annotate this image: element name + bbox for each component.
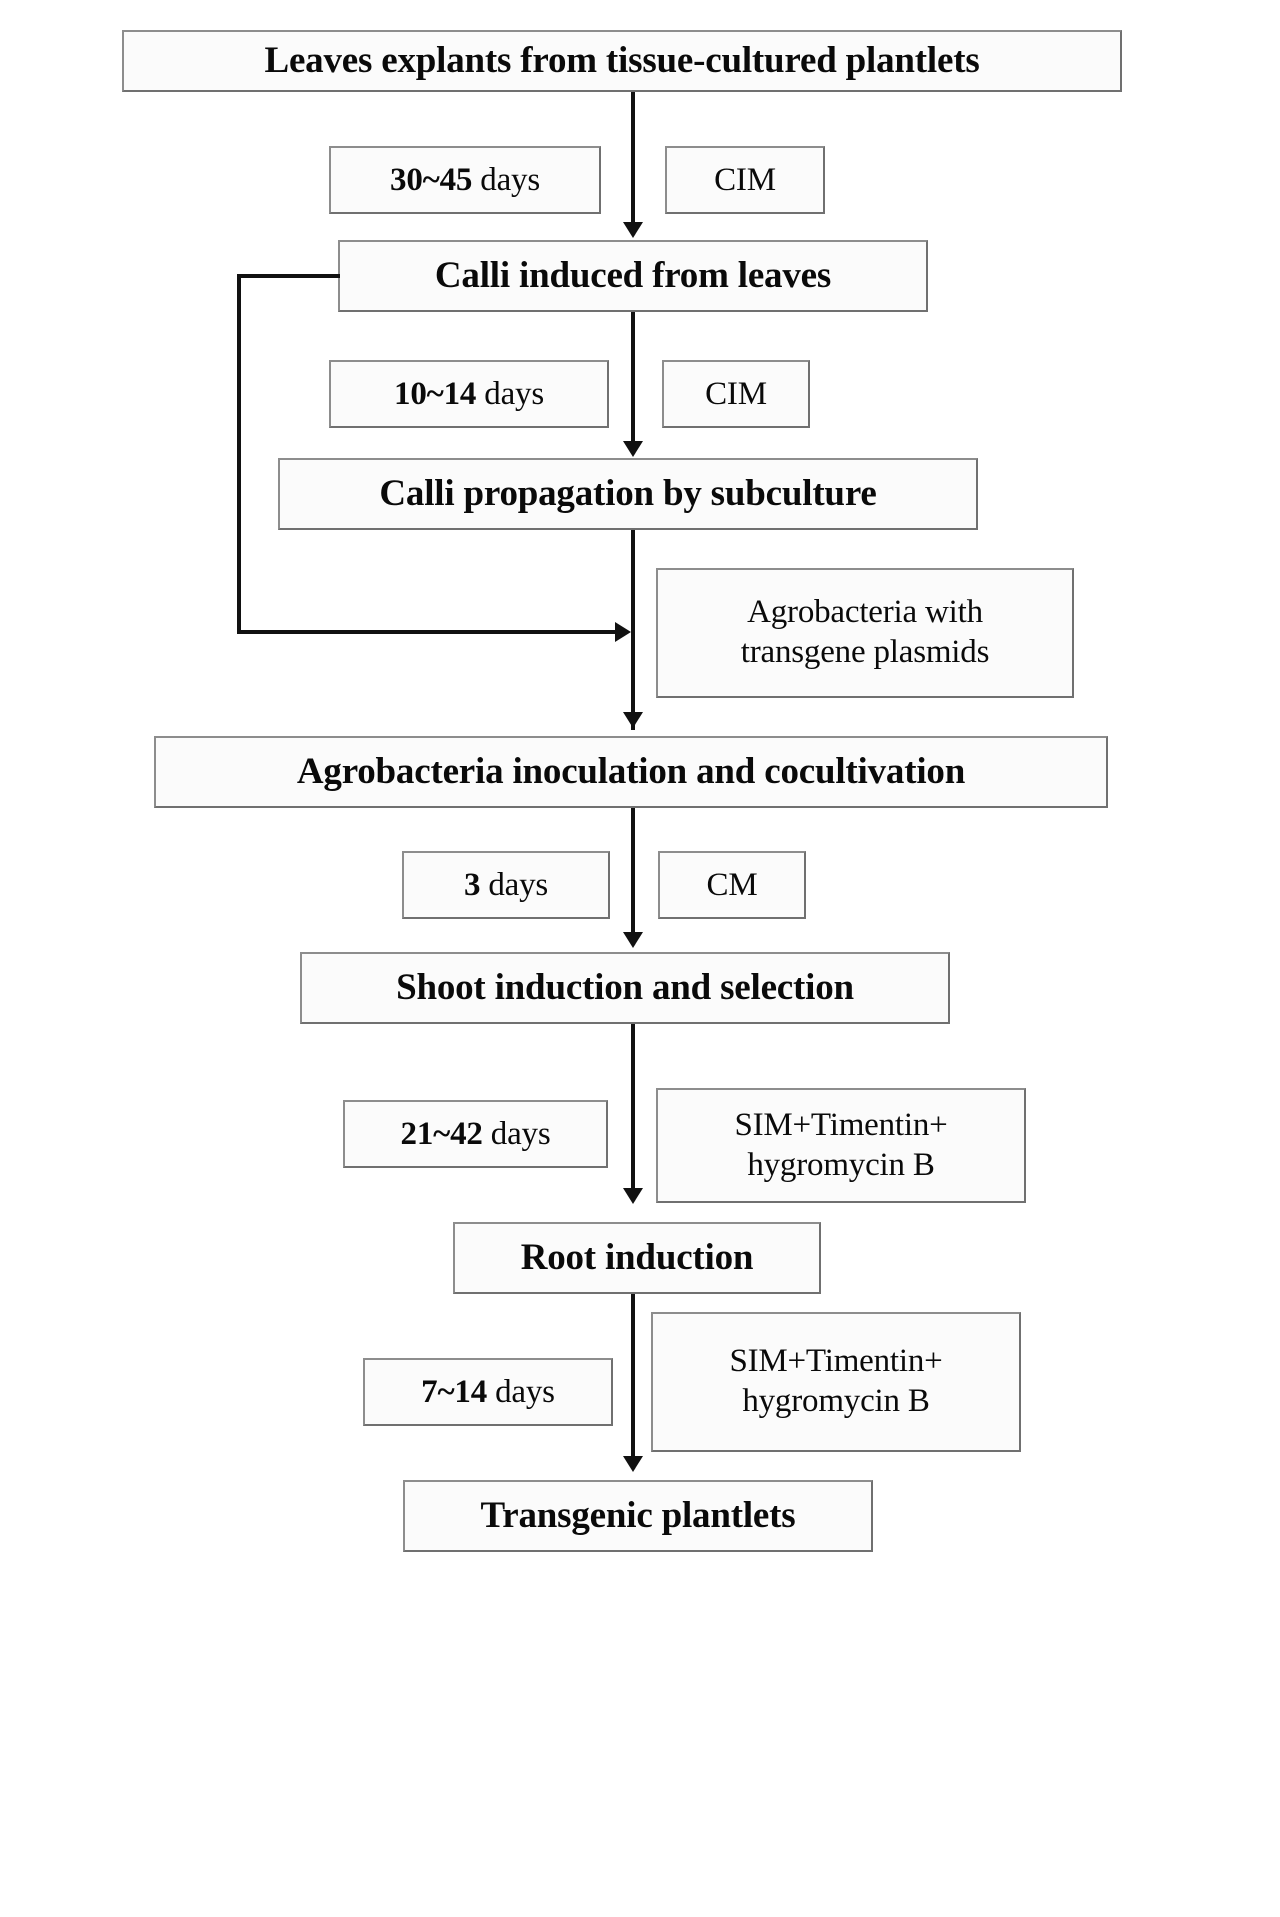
feedback-loop-left-segment (237, 274, 241, 634)
medium-cim-1-label: CIM (714, 161, 776, 198)
medium-sim-timentin-hygromycin-2: SIM+Timentin+ hygromycin B (651, 1312, 1021, 1452)
duration-3-days-label: 3 days (464, 867, 548, 904)
feedback-loop-arrowhead (615, 622, 631, 642)
stage-root-induction: Root induction (453, 1222, 821, 1294)
medium-cm: CM (658, 851, 806, 919)
stage-calli-propagation: Calli propagation by subculture (278, 458, 978, 530)
connector-4-arrowhead (623, 932, 643, 948)
stage-agro-inoculation: Agrobacteria inoculation and cocultivati… (154, 736, 1108, 808)
duration-7-14-days-value: 7~14 (421, 1373, 488, 1410)
stage-calli-induced: Calli induced from leaves (338, 240, 928, 312)
stage-transgenic-plantlets: Transgenic plantlets (403, 1480, 873, 1552)
duration-21-42-days: 21~42 days (343, 1100, 608, 1168)
medium-sim-timentin-hygromycin-1-line2: hygromycin B (747, 1146, 935, 1183)
medium-cim-2: CIM (662, 360, 810, 428)
input-agrobacteria-plasmids-line2: transgene plasmids (740, 634, 990, 670)
connector-4-line (631, 808, 635, 942)
duration-21-42-days-label: 21~42 days (401, 1116, 551, 1153)
duration-21-42-days-unit: days (490, 1115, 551, 1152)
medium-sim-timentin-hygromycin-2-line1: SIM+Timentin+ (729, 1343, 943, 1380)
duration-7-14-days-label: 7~14 days (421, 1374, 555, 1411)
duration-7-14-days: 7~14 days (363, 1358, 613, 1426)
connector-5-arrowhead (623, 1188, 643, 1204)
duration-21-42-days-value: 21~42 (400, 1115, 483, 1152)
duration-30-45-days: 30~45 days (329, 146, 601, 214)
stage-transgenic-plantlets-label: Transgenic plantlets (480, 1495, 796, 1537)
connector-2-arrowhead (623, 441, 643, 457)
flowchart-canvas: Leaves explants from tissue-cultured pla… (110, 0, 1170, 1917)
duration-10-14-days-value: 10~14 (394, 375, 477, 412)
connector-2-line (631, 312, 635, 451)
medium-sim-timentin-hygromycin-1: SIM+Timentin+ hygromycin B (656, 1088, 1026, 1203)
medium-cm-label: CM (706, 866, 758, 903)
stage-leaves-explants-label: Leaves explants from tissue-cultured pla… (264, 40, 980, 82)
duration-7-14-days-unit-space (487, 1374, 495, 1410)
duration-3-days-value: 3 (463, 866, 481, 903)
input-agrobacteria-plasmids-line1: Agrobacteria with (747, 594, 983, 631)
duration-30-45-days-value: 30~45 (390, 161, 473, 198)
connector-1-line (631, 92, 635, 232)
stage-root-induction-label: Root induction (520, 1237, 754, 1279)
connector-6-arrowhead (623, 1456, 643, 1472)
medium-sim-timentin-hygromycin-2-line2: hygromycin B (742, 1383, 930, 1419)
connector-3-arrowhead (623, 712, 643, 728)
duration-21-42-days-unit-space (483, 1116, 491, 1152)
feedback-loop-bottom-segment (237, 630, 627, 634)
duration-3-days: 3 days (402, 851, 610, 919)
duration-10-14-days: 10~14 days (329, 360, 609, 428)
stage-calli-induced-label: Calli induced from leaves (434, 255, 832, 297)
connector-6-line (631, 1294, 635, 1466)
input-agrobacteria-plasmids: Agrobacteria with transgene plasmids (656, 568, 1074, 698)
duration-7-14-days-unit: days (495, 1373, 555, 1410)
duration-3-days-unit: days (488, 866, 549, 903)
medium-cim-1: CIM (665, 146, 825, 214)
connector-1-arrowhead (623, 222, 643, 238)
medium-sim-timentin-hygromycin-1-line1: SIM+Timentin+ (734, 1106, 948, 1143)
connector-3-line (631, 530, 635, 730)
stage-agro-inoculation-label: Agrobacteria inoculation and cocultivati… (296, 751, 966, 793)
duration-10-14-days-label: 10~14 days (394, 376, 544, 413)
feedback-loop-top-segment (237, 274, 340, 278)
duration-30-45-days-label: 30~45 days (390, 162, 540, 199)
stage-shoot-induction-label: Shoot induction and selection (396, 967, 854, 1009)
stage-shoot-induction: Shoot induction and selection (300, 952, 950, 1024)
stage-calli-propagation-label: Calli propagation by subculture (379, 473, 877, 515)
duration-10-14-days-unit: days (484, 375, 544, 412)
duration-30-45-days-unit: days (480, 161, 540, 198)
stage-leaves-explants: Leaves explants from tissue-cultured pla… (122, 30, 1122, 92)
medium-cim-2-label: CIM (705, 375, 767, 412)
connector-5-line (631, 1024, 635, 1198)
